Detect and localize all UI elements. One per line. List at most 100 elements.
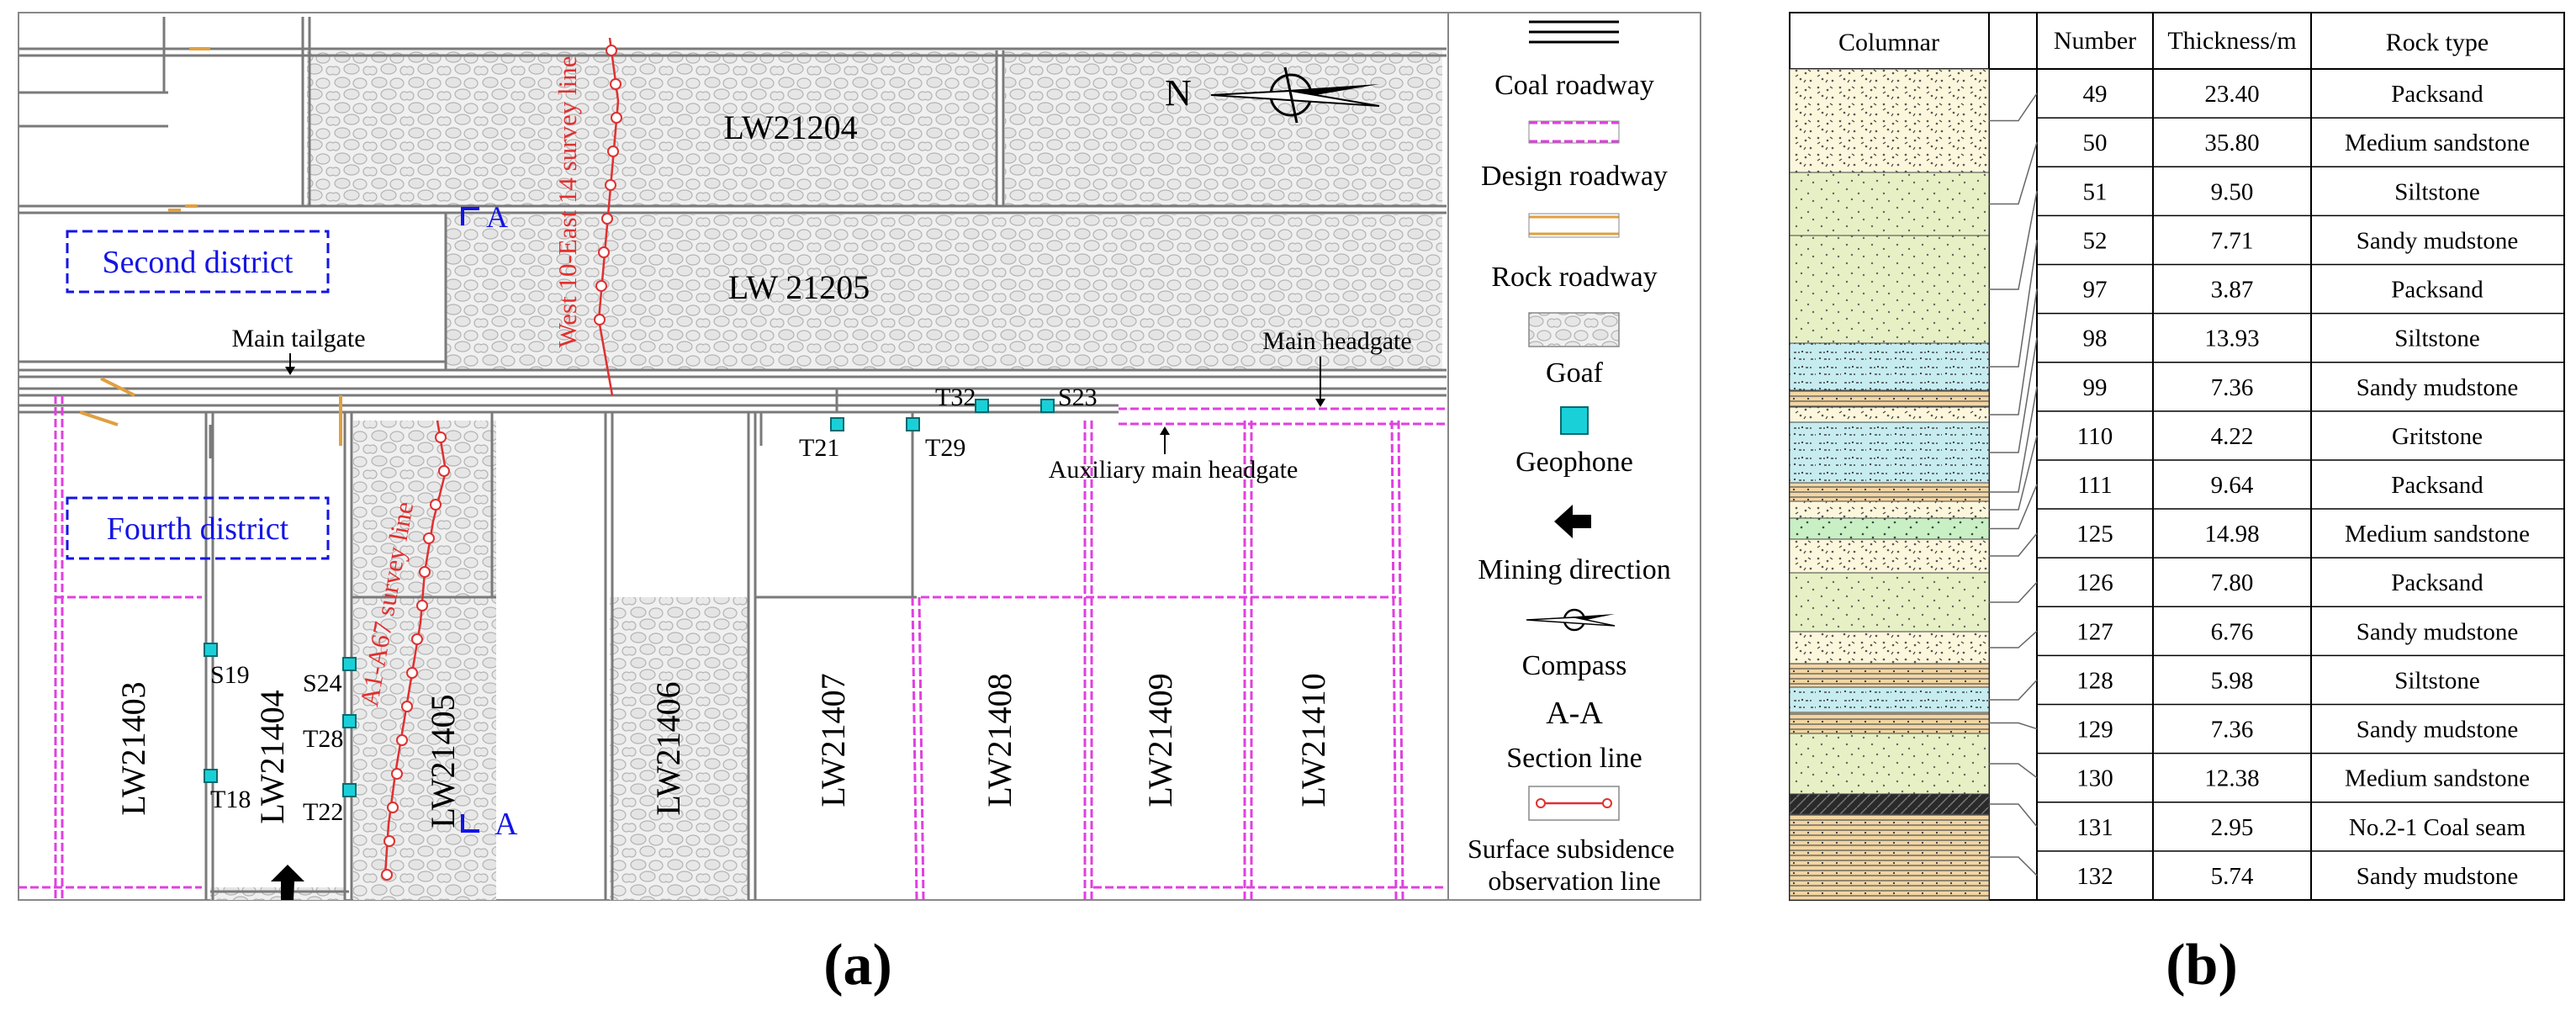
leader-line — [1989, 240, 2038, 368]
stratum-layer — [1789, 733, 1990, 795]
stratigraphic-table: Columnar Number Thickness/m Rock type 49… — [1789, 12, 2565, 901]
geophone-label-t28: T28 — [303, 725, 343, 753]
section-mark-bottom-label: A — [495, 807, 518, 842]
main-tailgate-arrowhead — [285, 367, 295, 375]
row-number: 130 — [2076, 765, 2113, 792]
row-thickness: 9.64 — [2211, 472, 2254, 499]
row-thickness: 7.36 — [2211, 374, 2254, 401]
row-thickness: 14.98 — [2204, 521, 2259, 548]
geophone-label-t22: T22 — [303, 798, 343, 826]
stratum-layer — [1789, 421, 1990, 484]
row-thickness: 5.98 — [2211, 667, 2254, 694]
row-rock-type: Packsand — [2391, 472, 2483, 499]
leader-line — [1989, 435, 2038, 511]
row-number: 49 — [2083, 81, 2108, 108]
stratum-layer — [1789, 68, 1990, 173]
header-columnar: Columnar — [1838, 29, 1939, 56]
row-thickness: 5.74 — [2211, 863, 2254, 890]
row-thickness: 7.80 — [2211, 569, 2254, 596]
stratum-layer — [1789, 482, 1990, 502]
geophone-s24 — [342, 657, 357, 671]
coal-roadways — [19, 17, 1447, 900]
section-mark-bottom — [461, 814, 479, 833]
leader-line — [1989, 288, 2038, 416]
row-thickness: 23.40 — [2204, 81, 2259, 108]
stratum-layer — [1789, 406, 1990, 423]
row-number: 132 — [2076, 863, 2113, 890]
legend-design-label: Design roadway — [1481, 161, 1668, 192]
row-thickness: 7.36 — [2211, 717, 2254, 744]
row-rock-type: Sandy mudstone — [2356, 227, 2519, 254]
geophone-t32 — [975, 399, 989, 413]
leader-line — [1989, 191, 2038, 290]
goaf-lw21404 — [210, 887, 345, 900]
label-lw21404: LW21404 — [253, 690, 291, 823]
leader-line — [1989, 679, 2038, 701]
row-rock-type: Siltstone — [2394, 326, 2480, 352]
geophone-t21 — [830, 417, 844, 431]
leader-line — [1989, 803, 2038, 828]
stratum-layer — [1789, 517, 1990, 540]
row-thickness: 13.93 — [2204, 326, 2259, 352]
goaf-lw21204-east — [1005, 50, 1442, 206]
label-lw21406: LW21406 — [649, 681, 687, 815]
main-headgate-arrowhead — [1315, 399, 1325, 407]
leader-line — [1989, 630, 2038, 648]
row-number: 50 — [2083, 130, 2108, 156]
goaf-lw21205 — [446, 214, 1442, 370]
row-number: 128 — [2076, 667, 2113, 694]
legend-goaf-label: Goaf — [1546, 357, 1604, 389]
header-rock-type: Rock type — [2386, 29, 2489, 56]
row-number: 131 — [2076, 814, 2113, 841]
leader-line — [1989, 722, 2038, 730]
section-mark-top-label: A — [486, 200, 508, 234]
west-east-survey-line — [597, 37, 620, 396]
row-number: 110 — [2077, 423, 2113, 450]
second-district-box — [66, 230, 330, 294]
row-thickness: 4.22 — [2211, 423, 2254, 450]
row-thickness: 2.95 — [2211, 814, 2254, 841]
stratum-layer — [1789, 793, 1990, 815]
geophone-label-s23: S23 — [1058, 384, 1098, 411]
label-lw21403: LW21403 — [114, 681, 152, 815]
row-thickness: 3.87 — [2211, 277, 2254, 304]
geophone-s19 — [204, 643, 218, 657]
row-number: 97 — [2083, 277, 2108, 304]
mine-map: Second district Fourth district LW21204 … — [18, 12, 1449, 901]
leader-line — [1989, 763, 2038, 779]
row-thickness: 35.80 — [2204, 130, 2259, 156]
west-east-survey-label: West 10-East 14 survey line — [553, 56, 582, 347]
fourth-district-label: Fourth district — [107, 511, 289, 547]
geophone-label-t32: T32 — [935, 384, 976, 411]
leader-line — [1989, 141, 2038, 205]
row-number: 129 — [2076, 717, 2113, 744]
label-lw21204: LW21204 — [723, 109, 857, 146]
row-rock-type: Packsand — [2391, 277, 2483, 304]
geophone-t29 — [906, 417, 920, 431]
row-rock-type: Medium sandstone — [2345, 130, 2530, 156]
row-rock-type: Sandy mudstone — [2356, 374, 2519, 401]
geophone-t22 — [342, 783, 357, 797]
geophone-label-t29: T29 — [925, 434, 965, 462]
legend-mining-label: Mining direction — [1478, 554, 1670, 585]
row-number: 99 — [2083, 374, 2108, 401]
legend-rock-label: Rock roadway — [1491, 262, 1657, 293]
leader-lines — [1989, 93, 2038, 876]
stratum-layer — [1789, 572, 1990, 633]
goaf-lw21204 — [307, 50, 997, 206]
header-number: Number — [2054, 27, 2136, 55]
label-lw21205: LW 21205 — [728, 268, 870, 306]
label-lw21407: LW21407 — [814, 673, 852, 807]
row-number: 126 — [2076, 569, 2113, 596]
panel-a-caption: (a) — [823, 933, 892, 998]
legend-coal-swatch — [1529, 20, 1619, 44]
legend: Coal roadway Design roadway Rock roadway… — [1447, 12, 1701, 901]
row-thickness: 6.76 — [2211, 618, 2254, 645]
legend-subsidence-label: Surface subsidence observation line — [1468, 834, 1681, 896]
row-rock-type: Medium sandstone — [2345, 521, 2530, 548]
geophone-t18 — [204, 769, 218, 783]
aux-headgate-arrowhead — [1160, 426, 1170, 435]
legend-design-swatch — [1529, 121, 1619, 143]
